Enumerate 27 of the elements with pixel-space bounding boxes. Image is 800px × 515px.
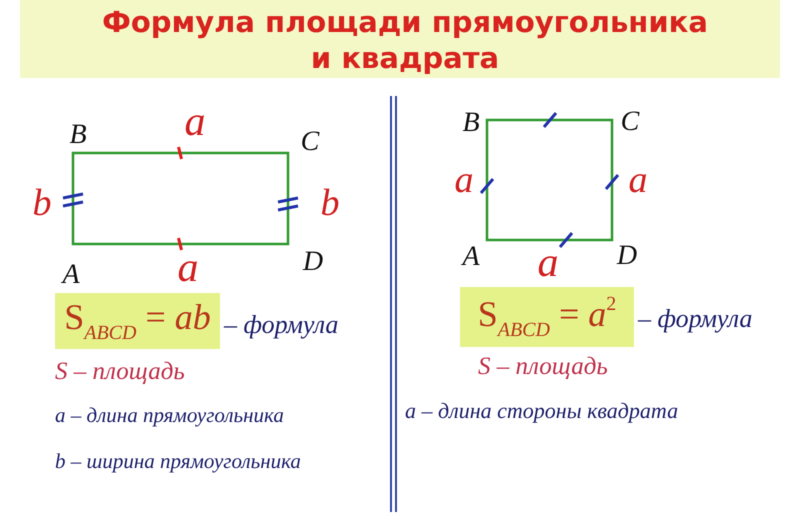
legend-note: S – площадь [55,359,185,384]
vertex-label: B [69,121,87,149]
formula: S$_{ABCD}$ = ab [64,299,211,343]
vertex-label: C [620,108,640,136]
side-label: a [178,247,198,289]
legend-note: S – площадь [478,354,608,379]
side-label: a [454,161,474,199]
formula-box [55,293,220,349]
side-label: b [32,184,52,222]
side-label: b [320,184,340,222]
side-label: a [184,101,206,143]
vertex-label: D [302,248,324,276]
formula-caption: – формула [638,306,752,332]
legend-note: a – длина прямоугольника [55,405,284,426]
vertex-label: C [300,128,320,156]
title: Формула площади прямоугольника и квадрата [101,4,709,76]
formula: S$_{ABCD}$ = a$^{2}$ [478,294,616,340]
formula-caption: – формула [224,312,338,338]
vertex-label: D [616,242,638,270]
legend-note: a – длина стороны квадрата [405,400,678,422]
side-label: a [628,161,648,199]
vertex-label: B [462,109,480,137]
vertex-label: A [62,261,80,289]
formula-box [460,287,634,347]
legend-note: b – ширина прямоугольника [55,451,301,472]
side-label: a [538,242,558,284]
vertex-label: A [462,243,480,271]
